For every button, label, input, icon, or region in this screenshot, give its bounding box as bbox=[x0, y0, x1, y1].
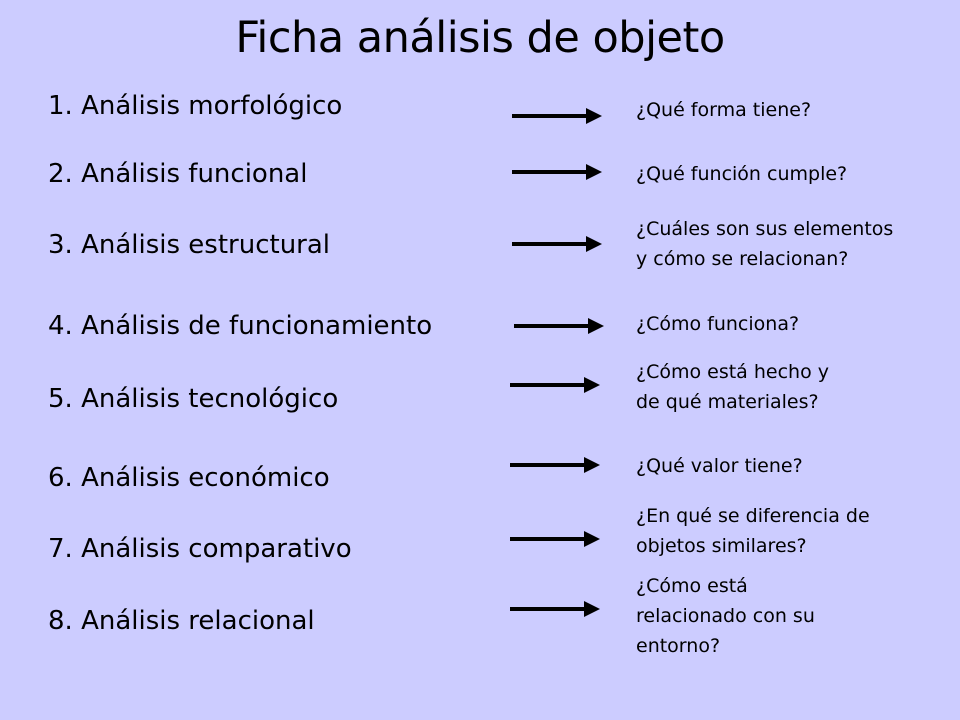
item-label-relacional: 8. Análisis relacional bbox=[48, 606, 315, 636]
question-line: objetos similares? bbox=[636, 535, 807, 557]
question-line: ¿Qué valor tiene? bbox=[636, 455, 803, 477]
question-relacional: ¿Cómo está relacionado con su entorno? bbox=[636, 571, 815, 661]
item-label-economico: 6. Análisis económico bbox=[48, 463, 330, 493]
item-label-morfologico: 1. Análisis morfológico bbox=[48, 91, 343, 121]
question-line: de qué materiales? bbox=[636, 391, 819, 413]
question-comparativo: ¿En qué se diferencia de objetos similar… bbox=[636, 501, 870, 561]
right-arrow-icon bbox=[512, 162, 602, 182]
question-funcional: ¿Qué función cumple? bbox=[636, 159, 847, 189]
item-label-estructural: 3. Análisis estructural bbox=[48, 230, 331, 260]
question-line: ¿Cómo funciona? bbox=[636, 313, 800, 335]
item-label-tecnologico: 5. Análisis tecnológico bbox=[48, 384, 339, 414]
question-line: relacionado con su bbox=[636, 605, 815, 627]
right-arrow-icon bbox=[510, 375, 600, 395]
question-line: entorno? bbox=[636, 635, 721, 657]
question-economico: ¿Qué valor tiene? bbox=[636, 451, 803, 481]
right-arrow-icon bbox=[510, 529, 600, 549]
right-arrow-icon bbox=[510, 455, 600, 475]
question-line: ¿Cómo está hecho y bbox=[636, 361, 829, 383]
item-label-funcional: 2. Análisis funcional bbox=[48, 159, 308, 189]
right-arrow-icon bbox=[512, 234, 602, 254]
question-morfologico: ¿Qué forma tiene? bbox=[636, 95, 811, 125]
slide-title: Ficha análisis de objeto bbox=[235, 13, 725, 63]
item-label-funcionamiento: 4. Análisis de funcionamiento bbox=[48, 311, 433, 341]
question-funcionamiento: ¿Cómo funciona? bbox=[636, 309, 799, 339]
question-line: y cómo se relacionan? bbox=[636, 248, 849, 270]
item-label-comparativo: 7. Análisis comparativo bbox=[48, 534, 352, 564]
question-line: ¿Qué forma tiene? bbox=[636, 99, 812, 121]
right-arrow-icon bbox=[514, 316, 604, 336]
question-line: ¿Cuáles son sus elementos bbox=[636, 218, 894, 240]
question-line: ¿En qué se diferencia de bbox=[636, 505, 870, 527]
question-line: ¿Cómo está bbox=[636, 575, 748, 597]
question-line: ¿Qué función cumple? bbox=[636, 163, 848, 185]
question-estructural: ¿Cuáles son sus elementos y cómo se rela… bbox=[636, 214, 893, 274]
right-arrow-icon bbox=[510, 599, 600, 619]
question-tecnologico: ¿Cómo está hecho y de qué materiales? bbox=[636, 357, 829, 417]
right-arrow-icon bbox=[512, 106, 602, 126]
